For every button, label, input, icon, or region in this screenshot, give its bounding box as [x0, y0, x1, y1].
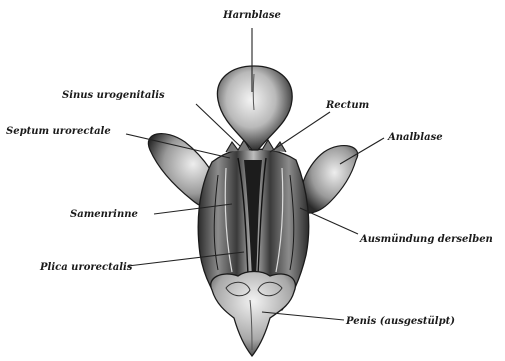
analblase-right: [300, 146, 358, 213]
label-septum-urorectale: Septum urorectale: [6, 126, 111, 137]
leader-penis: [262, 312, 344, 320]
label-rectum: Rectum: [325, 100, 369, 111]
label-analblase: Analblase: [387, 132, 443, 143]
harnblase-organ: [217, 66, 292, 150]
label-harnblase: Harnblase: [222, 10, 281, 21]
label-ausmuendung-derselben: Ausmündung derselben: [359, 234, 493, 245]
label-plica-urorectalis: Plica urorectalis: [39, 262, 133, 273]
label-penis: Penis (ausgestülpt): [345, 316, 455, 327]
label-sinus-urogenitalis: Sinus urogenitalis: [62, 90, 165, 101]
label-samenrinne: Samenrinne: [70, 209, 138, 220]
